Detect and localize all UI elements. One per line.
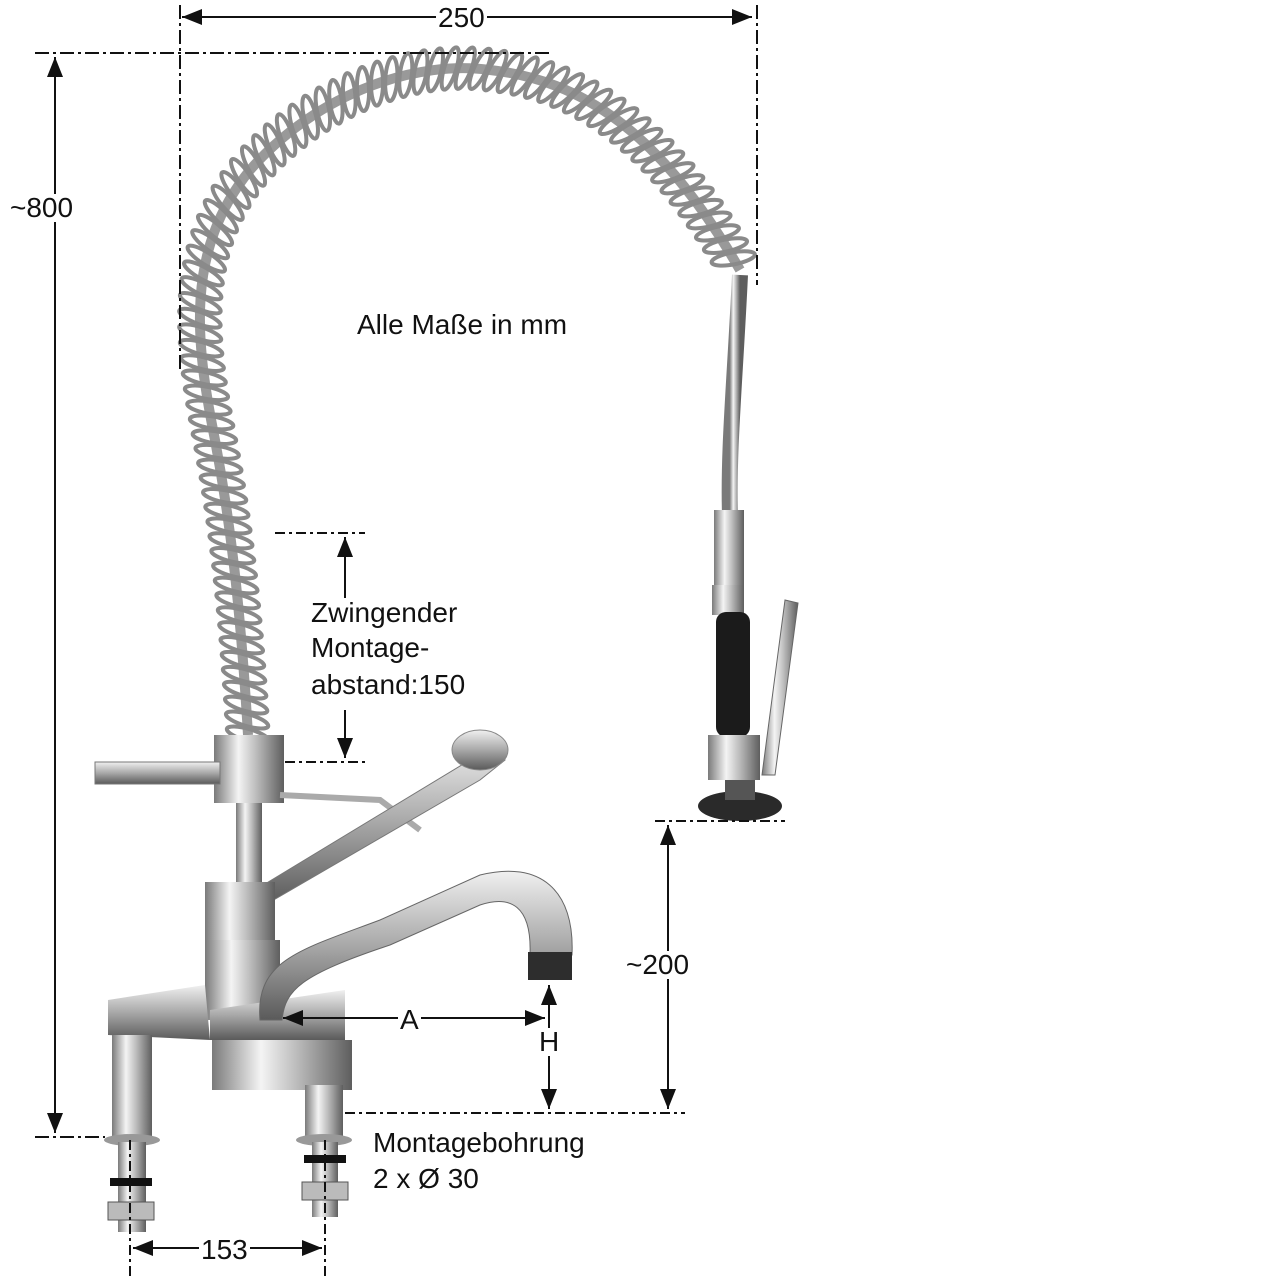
spring-coil-loop: [586, 96, 627, 129]
spring-coil-loop: [219, 649, 267, 671]
dim-200-label: ~200: [624, 949, 692, 980]
spring-coil-loop: [195, 212, 235, 248]
spring-coil-loop: [211, 560, 258, 581]
spring-coil-loop: [221, 679, 269, 701]
spring-coil-loop: [369, 59, 386, 108]
mounting-distance-line-1: Zwingender: [311, 597, 458, 628]
spring-coils: [177, 45, 757, 746]
spring-coil-loop: [203, 501, 251, 521]
spring-coil-loop: [685, 210, 733, 231]
spring-coil-loop: [668, 185, 715, 207]
pre-rinse-spray-head: [698, 510, 799, 821]
spring-coil-loop: [453, 45, 477, 91]
mounting-distance-line-3: abstand:150: [311, 669, 466, 700]
spring-coil-loop: [209, 545, 257, 566]
spring-coil-loop: [561, 79, 600, 115]
spring-coil-loop: [179, 275, 224, 302]
spring-coil-loop: [693, 223, 741, 243]
spray-hose: [721, 274, 748, 516]
spring-coil-loop: [215, 605, 263, 626]
spring-coil-loop: [185, 398, 233, 417]
spring-coil-loop: [185, 243, 228, 274]
spring-coil-loop: [536, 65, 571, 104]
dim-a-label: A: [398, 1004, 421, 1035]
units-note: Alle Maße in mm: [357, 309, 568, 340]
spring-coil-loop: [300, 93, 320, 141]
spring-coil-loop: [177, 322, 224, 345]
spring-coil-loop: [190, 428, 239, 446]
spring-coil-loop: [198, 472, 246, 491]
spring-coil-loop: [340, 71, 358, 119]
spring-coil-loop: [509, 55, 540, 97]
spring-coil-loop: [205, 516, 253, 536]
spring-coil-loop: [223, 709, 271, 731]
spring-coil-loop: [177, 290, 223, 316]
spring-coil-loop: [383, 55, 400, 103]
spring-coil-loop: [193, 442, 241, 461]
spring-coil-loop: [287, 102, 309, 150]
spring-coil-loop: [467, 46, 494, 91]
spring-coil-loop: [251, 133, 277, 178]
spring-coil-loop: [597, 106, 640, 137]
mounting-holes-line-1: Montagebohrung: [373, 1127, 585, 1158]
dim-800-label: ~800: [8, 192, 76, 223]
spring-coil-loop: [677, 197, 724, 219]
spring-coil-loop: [220, 664, 268, 686]
spring-coil-loop: [218, 635, 266, 656]
spring-coil-loop: [201, 486, 249, 506]
spring-coil-loop: [190, 228, 231, 261]
dim-250-label: 250: [436, 2, 487, 33]
spring-coil-loop: [659, 173, 706, 196]
spring-coil-loop: [640, 149, 686, 174]
spring-coil-loop: [217, 620, 264, 641]
dim-h-label: H: [537, 1026, 562, 1057]
spring-coil-loop: [196, 457, 244, 476]
spring-coil-loop: [650, 161, 696, 185]
spring-coil-loop: [709, 249, 757, 268]
spring-coil-loop: [630, 137, 675, 164]
spring-coil-loop: [439, 45, 461, 92]
spring-coil-loop: [187, 413, 236, 432]
spring-coil-loop: [214, 590, 262, 611]
spring-coil-loop: [619, 126, 664, 154]
spring-coil-loop: [210, 183, 245, 222]
spring-coil-loop: [425, 46, 445, 94]
spring-coil-loop: [397, 51, 415, 100]
spring-coil-loop: [219, 170, 252, 210]
spring-coil-loop: [207, 531, 255, 551]
spring-coil-loop: [212, 575, 260, 596]
spring-coil-loop: [313, 85, 333, 133]
spring-coil-loop: [262, 122, 287, 168]
spring-coil-loop: [222, 694, 270, 716]
spring-coil-loop: [522, 60, 556, 100]
spring-coil-loop: [182, 383, 231, 403]
faucet-body: [94, 729, 573, 1146]
spring-coil-loop: [549, 72, 586, 109]
spring-coil-loop: [180, 368, 228, 388]
dim-153-label: 153: [199, 1234, 250, 1265]
spring-coil-loop: [202, 198, 239, 235]
spring-coil-loop: [239, 144, 268, 188]
spring-coil-loop: [179, 353, 226, 373]
spring-coil-loop: [182, 259, 225, 288]
spring-coil-loop: [354, 65, 372, 114]
spring-coil-loop: [411, 48, 430, 96]
spring-coil-loop: [701, 236, 750, 255]
spring-coil-loop: [609, 116, 652, 145]
mounting-holes-line-2: 2 x Ø 30: [373, 1163, 479, 1194]
spring-coil-loop: [481, 48, 509, 93]
mounting-distance-line-2: Montage-: [311, 632, 430, 663]
threaded-studs: [107, 1142, 349, 1232]
spring-coil-loop: [274, 112, 298, 158]
spring-coil-loop: [327, 78, 345, 126]
spring-coil-loop: [574, 87, 614, 121]
